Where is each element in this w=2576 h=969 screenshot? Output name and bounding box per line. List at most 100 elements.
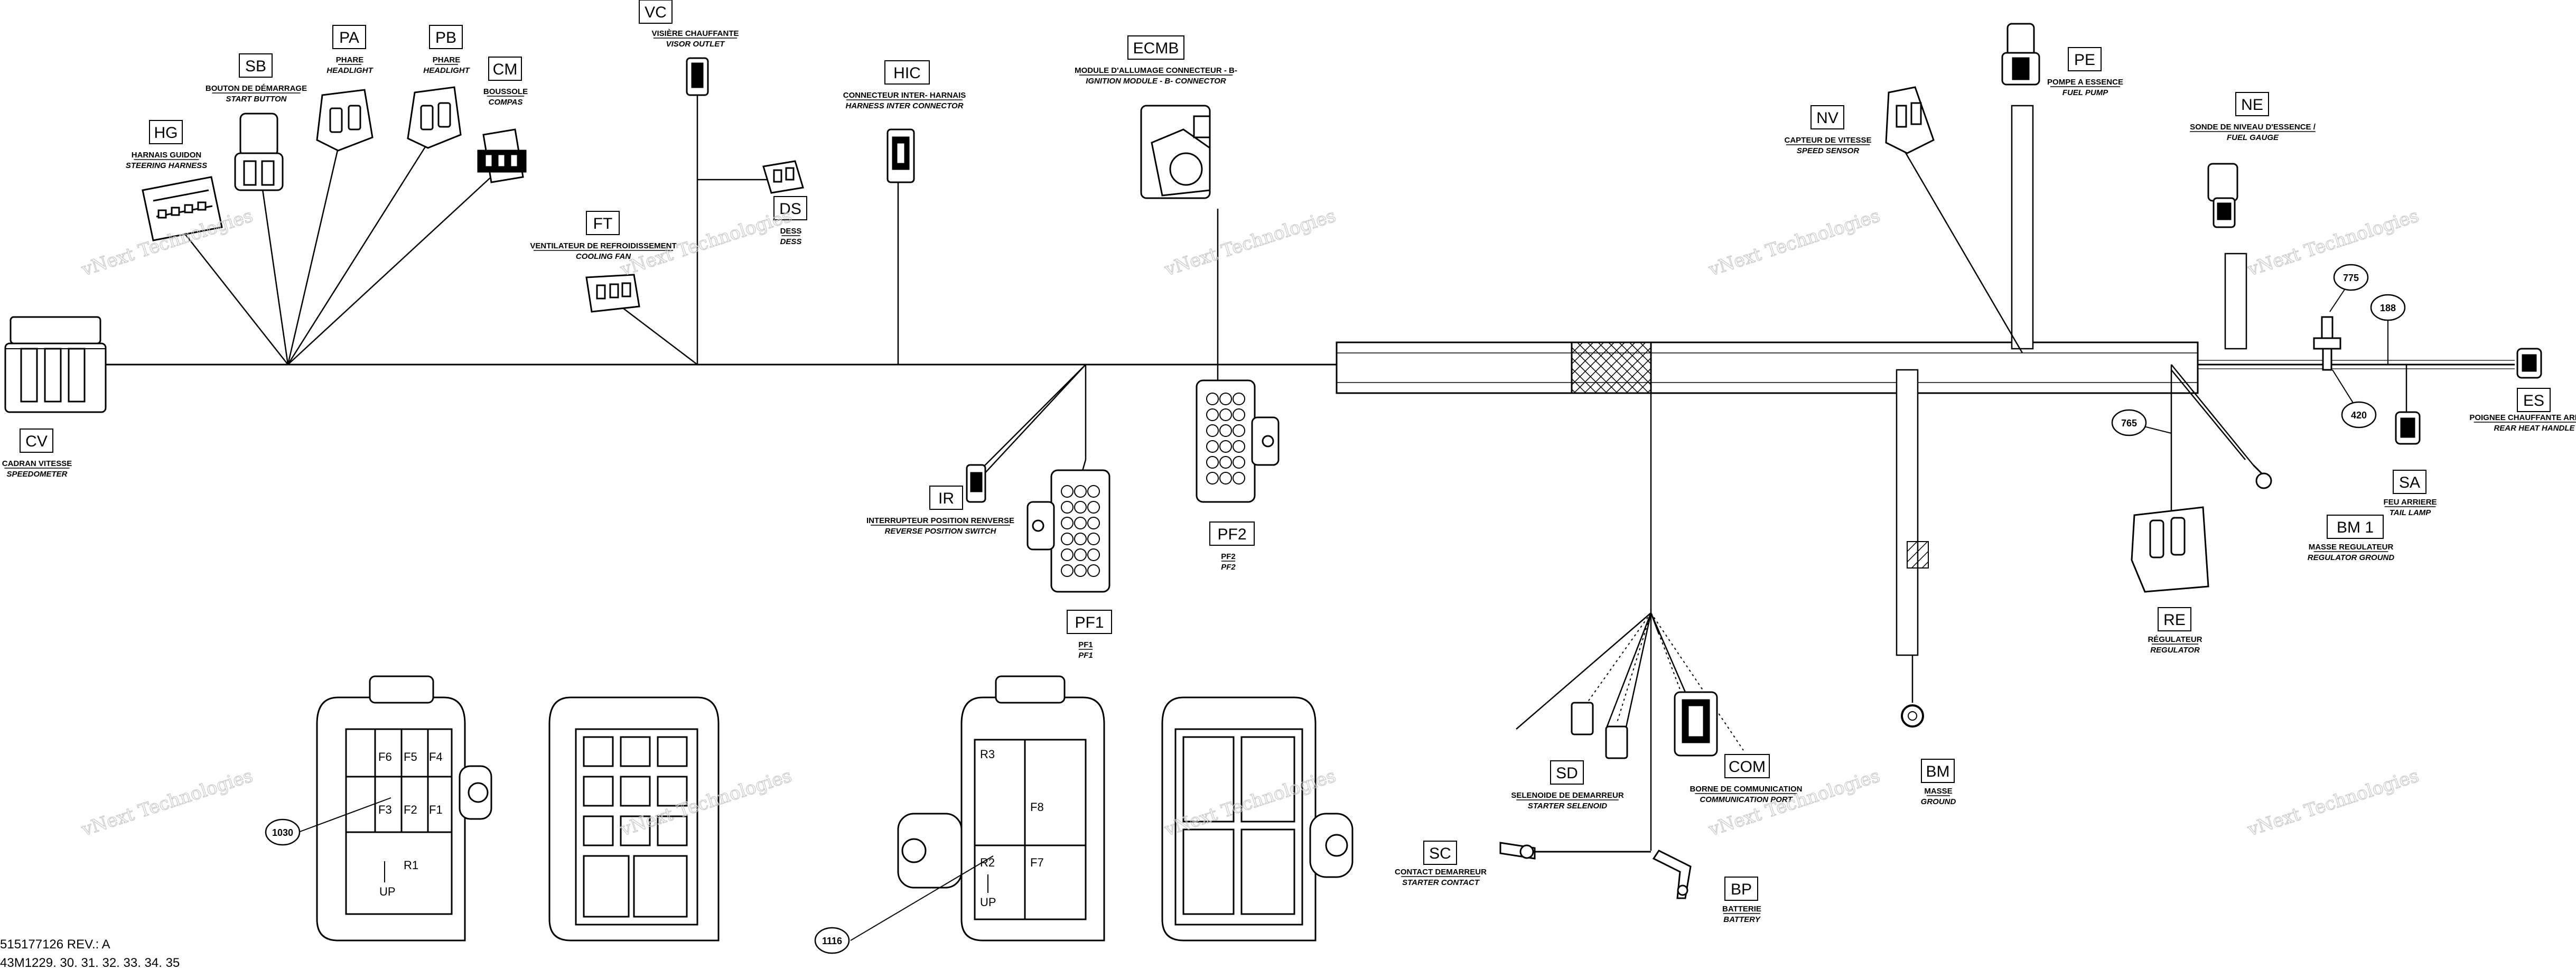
label-fr-cm: BOUSSOLE xyxy=(483,87,528,96)
fuel-gauge-connector xyxy=(2207,163,2238,228)
watermark: vNext Technologies xyxy=(78,765,256,841)
label-fr-cv: CADRAN VITESSE xyxy=(2,459,72,468)
battery-terminal xyxy=(1652,850,1692,899)
svg-text:vNext Technologies: vNext Technologies xyxy=(2245,205,2422,281)
callout-188: 188 xyxy=(2370,294,2406,321)
pf2-connector xyxy=(1196,379,1280,503)
code-bm1: BM 1 xyxy=(2337,519,2374,536)
svg-text:F7: F7 xyxy=(1030,856,1044,869)
label-fr-sa: FEU ARRIERE xyxy=(2383,498,2437,507)
svg-text:F3: F3 xyxy=(378,803,392,816)
code-ne: NE xyxy=(2241,96,2263,114)
label-en-pa: HEADLIGHT xyxy=(326,66,374,75)
temperature-probe xyxy=(2313,316,2341,371)
code-pf2: PF2 xyxy=(1217,526,1246,543)
code-re: RE xyxy=(2163,611,2186,629)
regulator-connector xyxy=(2131,506,2209,593)
svg-text:UP: UP xyxy=(379,885,396,898)
callout-1116: 1116 xyxy=(814,927,850,954)
starter-contact-terminal xyxy=(1499,842,1651,860)
label-fr-sc: CONTACT DEMARREUR xyxy=(1395,868,1487,877)
headlight-b-connector xyxy=(407,86,462,149)
reverse-switch-connector xyxy=(966,464,986,503)
label-fr-re: RÉGULATEUR xyxy=(2148,635,2202,644)
watermark: vNext Technologies xyxy=(2244,205,2422,281)
starter-selenoid-connectors xyxy=(1571,702,1628,759)
label-fr-bm: MASSE xyxy=(1924,787,1952,796)
code-sd: SD xyxy=(1556,765,1578,782)
communication-port-connector xyxy=(1674,691,1718,757)
compass-connector xyxy=(477,128,527,183)
code-bp: BP xyxy=(1731,881,1752,898)
label-en-sd: STARTER SELENOID xyxy=(1528,802,1607,810)
label-en-ecmb: IGNITION MODULE - B- CONNECTOR xyxy=(1086,77,1226,86)
svg-text:R1: R1 xyxy=(404,859,418,872)
part-number: 515177126 REV.: A xyxy=(0,937,110,952)
code-ir: IR xyxy=(938,490,954,507)
tail-lamp-connector xyxy=(2395,411,2421,445)
label-fr-nv: CAPTEUR DE VITESSE xyxy=(1784,136,1871,145)
label-en-pf1: PF1 xyxy=(1078,651,1093,660)
label-en-ne: FUEL GAUGE xyxy=(2227,133,2279,142)
label-ft: FT VENTILATEUR DE REFROIDISSEMENT COOLING … xyxy=(530,211,677,261)
code-ecmb: ECMB xyxy=(1133,40,1179,57)
harness-sleeve xyxy=(1571,341,1652,394)
pf1-connector xyxy=(1026,469,1110,593)
label-en-vc: VISOR OUTLET xyxy=(666,40,726,49)
label-fr-vc: VISIÈRE CHAUFFANTE xyxy=(651,29,739,38)
watermark: vNext Technologies xyxy=(1705,205,1883,281)
label-en-ds: DESS xyxy=(780,237,802,246)
svg-text:1030: 1030 xyxy=(272,827,293,838)
watermark: vNext Technologies xyxy=(1161,205,1339,281)
label-en-cv: SPEEDOMETER xyxy=(6,470,67,479)
label-fr-pf1: PF1 xyxy=(1078,640,1093,649)
svg-text:188: 188 xyxy=(2380,303,2396,313)
svg-text:UP: UP xyxy=(980,896,996,909)
label-en-nv: SPEED SENSOR xyxy=(1797,146,1860,155)
label-ne: NE SONDE DE NIVEAU D'ESSENCE /FUEL GAUGE xyxy=(2190,92,2316,142)
model-numbers: 43M1229. 30. 31. 32. 33. 34. 35 xyxy=(0,956,180,969)
label-fr-es: POIGNEE CHAUFFANTE ARRIERE xyxy=(2469,413,2576,422)
svg-text:F5: F5 xyxy=(404,750,417,763)
svg-text:F8: F8 xyxy=(1030,800,1044,814)
svg-text:765: 765 xyxy=(2121,418,2137,428)
svg-text:vNext Technologies: vNext Technologies xyxy=(2245,765,2422,841)
code-ft: FT xyxy=(593,215,613,232)
svg-text:F1: F1 xyxy=(429,803,443,816)
label-fr-ne: SONDE DE NIVEAU D'ESSENCE / xyxy=(2190,123,2316,132)
branch-wires-right xyxy=(1516,105,2407,851)
svg-text:775: 775 xyxy=(2343,273,2359,283)
code-es: ES xyxy=(2523,392,2544,409)
code-hg: HG xyxy=(154,124,178,142)
fuel-pump-connector xyxy=(2001,23,2040,86)
watermark: vNext Technologies xyxy=(2244,765,2422,841)
svg-text:420: 420 xyxy=(2351,410,2367,421)
label-fr-pb: PHARE xyxy=(433,55,461,64)
footer: 515177126 REV.: A 43M1229. 30. 31. 32. 3… xyxy=(0,937,180,969)
label-en-ft: COOLING FAN xyxy=(576,252,631,261)
steering-harness-connector xyxy=(142,176,223,241)
code-sb: SB xyxy=(245,58,266,75)
callout-leaders xyxy=(298,279,2388,941)
label-fr-bp: BATTERIE xyxy=(1722,905,1761,914)
code-sc: SC xyxy=(1429,845,1451,862)
code-pe: PE xyxy=(2074,51,2095,69)
label-en-hg: STEERING HARNESS xyxy=(126,161,207,170)
svg-text:F6: F6 xyxy=(378,750,392,763)
label-en-sb: START BUTTON xyxy=(226,95,287,104)
label-fr-ir: INTERRUPTEUR POSITION RENVERSE xyxy=(866,516,1014,525)
label-fr-ft: VENTILATEUR DE REFROIDISSEMENT xyxy=(530,241,676,250)
